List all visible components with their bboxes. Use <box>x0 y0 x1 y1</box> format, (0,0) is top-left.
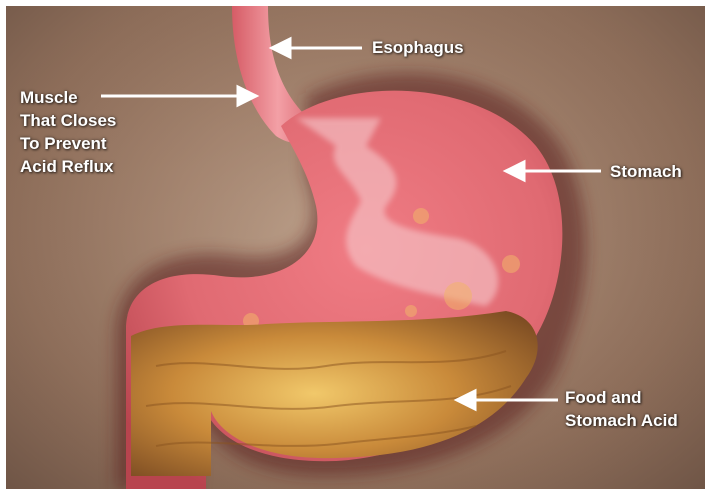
label-muscle-line-4: Acid Reflux <box>20 155 116 178</box>
label-muscle: Muscle That Closes To Prevent Acid Reflu… <box>20 86 116 178</box>
label-muscle-line-1: Muscle <box>20 86 116 109</box>
label-food-and-stomach-acid: Food and Stomach Acid <box>565 386 678 432</box>
label-food-line-2: Stomach Acid <box>565 409 678 432</box>
label-muscle-line-3: To Prevent <box>20 132 116 155</box>
label-esophagus: Esophagus <box>372 36 464 59</box>
label-food-line-1: Food and <box>565 386 678 409</box>
diagram-frame: Esophagus Muscle That Closes To Prevent … <box>6 6 705 489</box>
label-stomach: Stomach <box>610 160 682 183</box>
label-muscle-line-2: That Closes <box>20 109 116 132</box>
